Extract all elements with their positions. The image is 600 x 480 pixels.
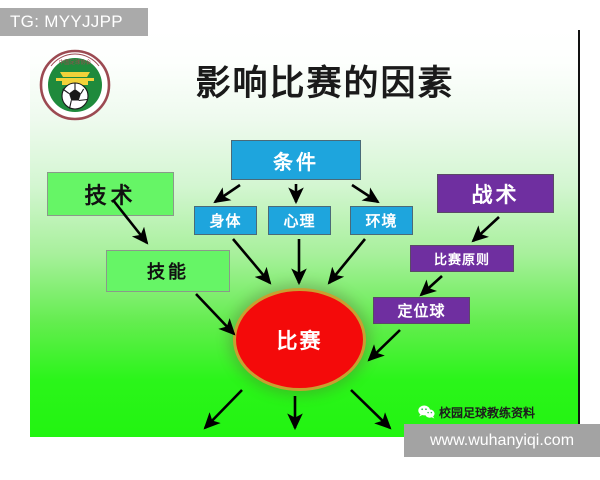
svg-text:中国足球协会: 中国足球协会 <box>59 58 92 66</box>
node-conditions-label: 条件 <box>273 149 319 174</box>
tg-tag: TG: MYYJJPP <box>0 8 148 36</box>
node-skill-label: 技能 <box>147 262 189 283</box>
page-title: 影响比赛的因素 <box>195 63 455 104</box>
node-psychology[interactable]: 心理 <box>268 206 331 235</box>
watermark: www.wuhanyiqi.com <box>404 424 600 457</box>
wechat-icon <box>418 405 435 419</box>
node-principles-label: 比赛原则 <box>433 253 490 268</box>
slide-canvas: 中国足球协会 影响比赛的因素 技术 技能 条件 身体 心理 环境 战术 比赛原则 <box>30 30 580 437</box>
node-psychology-label: 心理 <box>283 212 316 230</box>
cfa-logo: 中国足球协会 <box>39 49 111 121</box>
node-technique[interactable]: 技术 <box>47 172 174 216</box>
node-body-label: 身体 <box>209 212 242 230</box>
node-conditions[interactable]: 条件 <box>231 140 361 180</box>
source-credit-label: 校园足球教练资料 <box>439 405 536 420</box>
node-body[interactable]: 身体 <box>194 206 257 235</box>
source-credit: 校园足球教练资料 <box>418 403 535 421</box>
node-environment[interactable]: 环境 <box>350 206 413 235</box>
node-match-label: 比赛 <box>276 328 323 353</box>
node-principles[interactable]: 比赛原则 <box>410 245 514 272</box>
node-skill[interactable]: 技能 <box>106 250 230 292</box>
node-set-piece[interactable]: 定位球 <box>373 297 470 324</box>
node-technique-label: 技术 <box>84 184 137 209</box>
node-tactics[interactable]: 战术 <box>437 174 554 213</box>
node-tactics-label: 战术 <box>471 182 520 207</box>
node-environment-label: 环境 <box>365 212 398 230</box>
node-match[interactable]: 比赛 <box>233 288 366 391</box>
node-set-piece-label: 定位球 <box>397 302 446 320</box>
